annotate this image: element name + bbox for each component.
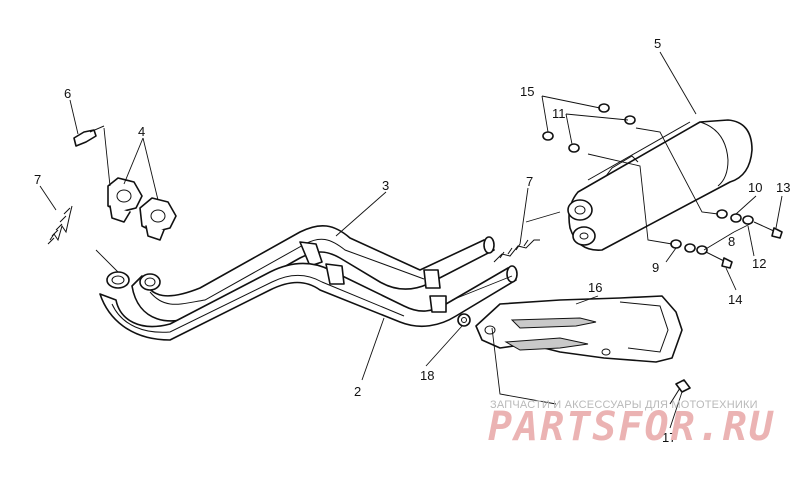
- callout-labels: 2 3 4 5 6 7 7 8 9 10 11 12 13 14 15 16 1…: [34, 36, 790, 445]
- callout-5: 5: [654, 36, 661, 51]
- watermark-brand: PARTSFOR.RU: [488, 404, 775, 450]
- callout-9: 9: [652, 260, 659, 275]
- nut-18: [457, 313, 471, 327]
- callout-10: 10: [748, 180, 762, 195]
- nuts-11-15: [542, 103, 636, 153]
- callout-17: 17: [662, 430, 676, 445]
- callout-7-right: 7: [526, 174, 533, 189]
- header-pipe-lower: [99, 262, 518, 341]
- callout-14: 14: [728, 292, 742, 307]
- spring-right: [493, 239, 540, 263]
- washers-8-10-12: [670, 209, 754, 255]
- heat-shield: [475, 295, 683, 363]
- callout-13: 13: [776, 180, 790, 195]
- callout-3: 3: [382, 178, 389, 193]
- watermark-tagline: ЗАПЧАСТИ И АКСЕССУАРЫ ДЛЯ МОТОТЕХНИКИ: [490, 399, 758, 411]
- callout-12: 12: [752, 256, 766, 271]
- callout-18: 18: [420, 368, 434, 383]
- bolt-17: [669, 379, 691, 405]
- exhaust-flange-right: [139, 197, 177, 241]
- pipe-inlet-connectors: [106, 271, 161, 291]
- callout-16: 16: [588, 280, 602, 295]
- callout-8: 8: [728, 234, 735, 249]
- callout-4: 4: [138, 124, 145, 139]
- leader-lines: [39, 51, 783, 429]
- watermark: ЗАПЧАСТИ И АКСЕССУАРЫ ДЛЯ МОТОТЕХНИКИ PA…: [488, 399, 775, 450]
- callout-15: 15: [520, 84, 534, 99]
- spring-left: [47, 205, 73, 245]
- muffler: [567, 119, 753, 251]
- callout-11: 11: [552, 106, 566, 121]
- bolt-part-6: [73, 125, 105, 147]
- exhaust-flange-left: [107, 177, 143, 223]
- callout-6: 6: [64, 86, 71, 101]
- bolts-13-14: [705, 221, 783, 269]
- callout-7-left: 7: [34, 172, 41, 187]
- callout-2: 2: [354, 384, 361, 399]
